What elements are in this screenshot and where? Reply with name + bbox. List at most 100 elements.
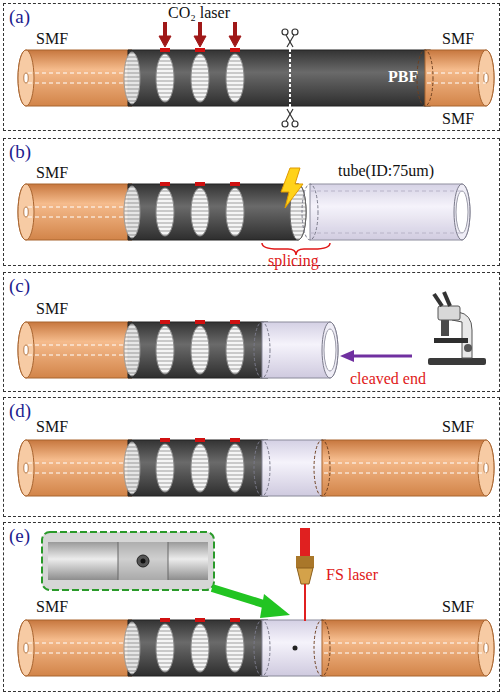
inset-frame <box>42 532 214 590</box>
text-label: SMF <box>442 418 474 436</box>
laser-objective <box>297 568 313 584</box>
arrow-head <box>340 350 354 362</box>
fiber-end-face <box>478 50 494 106</box>
smf-fiber <box>18 440 132 496</box>
fiber-core-line <box>427 83 486 84</box>
laser-arrow <box>233 22 237 37</box>
arrow-head <box>260 594 290 618</box>
grating <box>191 48 209 102</box>
text-label: tube(ID:75um) <box>338 162 434 180</box>
grating <box>191 182 209 236</box>
text-label: FS laser <box>326 566 378 584</box>
microscope-base <box>428 358 486 365</box>
text-label: CO₂ laser <box>168 4 230 22</box>
grating <box>156 182 174 236</box>
fiber-core <box>484 463 488 473</box>
panel-frame: (c) <box>3 272 500 392</box>
fiber-core-line <box>324 463 486 464</box>
panel-frame: (d) <box>3 397 500 517</box>
panel-frame: (a) <box>3 3 500 131</box>
grating <box>226 618 244 672</box>
fiber-core-line <box>324 643 486 644</box>
bracket <box>262 243 330 255</box>
tube-end-face <box>322 322 338 378</box>
grating <box>156 618 174 672</box>
smf-fiber <box>322 440 494 496</box>
smf-fiber <box>18 620 132 676</box>
microscope-eyepiece <box>434 294 442 306</box>
splice-joint <box>124 52 140 104</box>
spark-symbol <box>281 168 303 208</box>
pbf-fiber <box>128 184 306 240</box>
fiber-end-face <box>478 440 494 496</box>
scissors-symbol <box>282 29 298 127</box>
panel-label: (c) <box>9 275 30 297</box>
microscope-inset <box>42 532 214 590</box>
panel-label: (e) <box>9 525 30 547</box>
tube-bore <box>324 329 336 371</box>
tube-end-face <box>254 440 270 496</box>
microscope-knob <box>464 344 472 352</box>
fiber-end-face <box>290 184 306 240</box>
panel-frame: (e) <box>3 522 500 692</box>
text-label: SMF <box>36 418 68 436</box>
fiber-core-line <box>324 653 486 654</box>
grating <box>226 48 244 102</box>
pbf-fiber <box>128 440 268 496</box>
arrow-head <box>159 36 171 47</box>
capillary-tube <box>262 440 326 496</box>
fiber-end-face <box>314 620 330 676</box>
inset-hole <box>137 555 149 567</box>
text-label: SMF <box>442 598 474 616</box>
scissors-blade <box>287 35 294 47</box>
smf-fiber <box>18 50 132 106</box>
text-label: SMF <box>442 30 474 48</box>
fiber-core <box>484 73 488 83</box>
text-label: SMF <box>442 110 474 128</box>
tube-end-face <box>302 184 318 240</box>
pbf-fiber <box>128 50 438 106</box>
text-label: SMF <box>36 300 68 318</box>
text-label: cleaved end <box>350 370 426 388</box>
pointer-arrow <box>212 588 270 606</box>
splice-joint <box>124 186 140 238</box>
scissors-handle <box>282 121 288 127</box>
fiber-core-line <box>427 73 486 74</box>
microscope-symbol <box>428 292 486 365</box>
microscope-arm <box>452 312 472 358</box>
tube-end-face <box>254 322 270 378</box>
fs-laser-symbol <box>296 528 314 621</box>
splice-joint <box>124 622 140 674</box>
tube-end-face <box>254 620 270 676</box>
arrow-head <box>194 36 206 47</box>
laser-arrow <box>198 22 202 37</box>
laser-arrow <box>163 22 167 37</box>
fiber-core <box>484 643 488 653</box>
capillary-tube <box>262 322 338 378</box>
text-label: SMF <box>36 30 68 48</box>
smf-fiber <box>322 620 494 676</box>
grating <box>226 438 244 492</box>
laser-arrows <box>159 22 241 47</box>
scissors-blade <box>286 35 293 47</box>
panel-label: (d) <box>9 400 31 422</box>
pbf-fiber <box>128 322 268 378</box>
inset-tube-image <box>118 542 168 580</box>
tube-bore-line <box>310 233 462 234</box>
text-label: SMF <box>36 598 68 616</box>
grating <box>191 618 209 672</box>
inset-joint <box>118 542 119 580</box>
microscope-stage <box>434 338 468 343</box>
inset-hole-core <box>141 559 146 564</box>
fiber-end-face <box>314 440 330 496</box>
scissors-handle <box>282 29 288 35</box>
panel-label: (b) <box>9 141 31 163</box>
tube-bore <box>456 191 468 233</box>
text-label: PBF <box>388 68 418 86</box>
fiber-end-face <box>417 50 433 106</box>
tube-end-face <box>454 184 470 240</box>
capillary-tube <box>262 620 326 676</box>
fiber-core-line <box>324 473 486 474</box>
